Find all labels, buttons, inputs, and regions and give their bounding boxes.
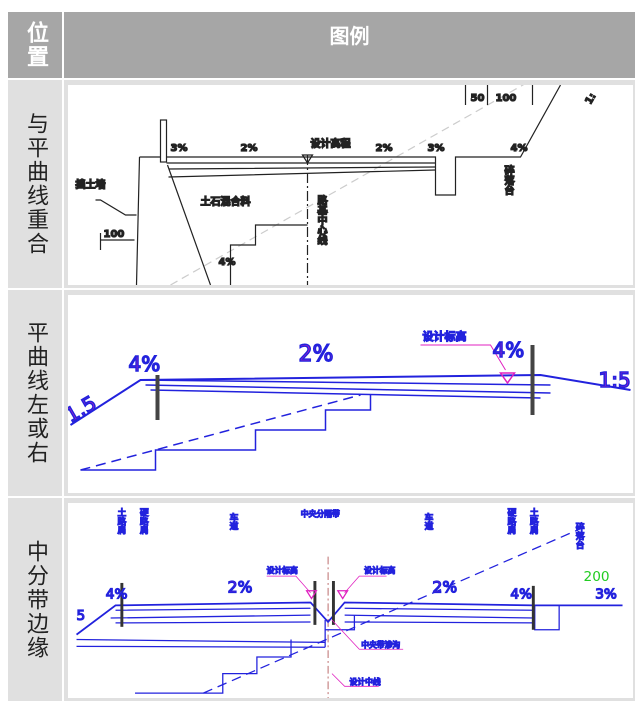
svg-text:挡土墙: 挡土墙	[76, 178, 106, 191]
svg-text:2%: 2%	[241, 143, 258, 154]
svg-text:4%: 4%	[511, 143, 528, 154]
svg-text:设计标高: 设计标高	[364, 565, 395, 575]
svg-text:碎落台: 碎落台	[502, 164, 514, 196]
svg-text:土路肩: 土路肩	[115, 507, 125, 536]
svg-text:2%: 2%	[299, 342, 334, 367]
svg-text:设计中线: 设计中线	[350, 676, 381, 686]
header-position: 位置	[8, 12, 62, 78]
table-row: 中分带边缘 土路肩 硬路肩 车道 中央分隔带 车道 硬路肩 土路肩 碎落台	[8, 498, 635, 701]
svg-text:车道: 车道	[228, 511, 238, 531]
row-position: 中分带边缘	[8, 498, 62, 701]
svg-text:4%: 4%	[493, 338, 525, 362]
svg-text:2%: 2%	[228, 579, 253, 597]
table-header: 位置 图例	[8, 12, 635, 78]
svg-text:3%: 3%	[595, 587, 617, 603]
svg-text:4%: 4%	[106, 587, 128, 603]
row-position: 与平曲线重合	[8, 80, 62, 288]
svg-text:2%: 2%	[432, 579, 457, 597]
svg-text:路基中心线: 路基中心线	[315, 194, 328, 246]
cross-section-drawing: 4% 2% 设计标高 4% 1:5 1.5	[68, 295, 633, 493]
svg-text:碎落台: 碎落台	[574, 521, 584, 550]
svg-text:硬路肩: 硬路肩	[138, 508, 148, 536]
svg-text:土路肩: 土路肩	[528, 507, 538, 536]
svg-text:3%: 3%	[171, 143, 188, 154]
svg-text:1:5: 1:5	[599, 368, 631, 392]
svg-text:5: 5	[77, 608, 86, 624]
svg-text:100: 100	[496, 93, 517, 104]
svg-text:4%: 4%	[219, 257, 236, 268]
svg-text:4%: 4%	[129, 352, 161, 376]
svg-text:200: 200	[584, 569, 610, 585]
cross-section-drawing: 3% 2% 设计高程 2% 3% 4% 50 100 1: 挡土墙 土石混合料 …	[68, 85, 633, 285]
svg-text:设计标高: 设计标高	[267, 565, 298, 575]
table-row: 平曲线左或右 4% 2% 设计标高 4% 1:5 1.5	[8, 290, 635, 496]
svg-text:设计高程: 设计高程	[311, 137, 351, 150]
svg-text:1:: 1:	[584, 92, 599, 107]
svg-text:50: 50	[471, 93, 485, 104]
svg-text:1.5: 1.5	[68, 391, 101, 428]
header-legend: 图例	[64, 12, 635, 78]
table-row: 与平曲线重合 3% 2% 设计高程	[8, 80, 635, 288]
svg-text:4%: 4%	[510, 587, 532, 603]
svg-text:车道: 车道	[423, 511, 433, 531]
svg-text:中央分隔带: 中央分隔带	[301, 509, 340, 519]
svg-text:土石混合料: 土石混合料	[201, 195, 251, 208]
svg-text:中央带渗沟: 中央带渗沟	[361, 639, 400, 649]
cross-section-drawing: 土路肩 硬路肩 车道 中央分隔带 车道 硬路肩 土路肩 碎落台	[68, 503, 633, 698]
legend-table: 位置 图例 与平曲线重合 3%	[8, 12, 635, 701]
svg-text:硬路肩: 硬路肩	[505, 508, 515, 536]
svg-text:3%: 3%	[428, 143, 445, 154]
svg-text:设计标高: 设计标高	[423, 329, 467, 343]
svg-text:100: 100	[104, 229, 125, 240]
svg-text:2%: 2%	[376, 143, 393, 154]
row-position: 平曲线左或右	[8, 290, 62, 496]
